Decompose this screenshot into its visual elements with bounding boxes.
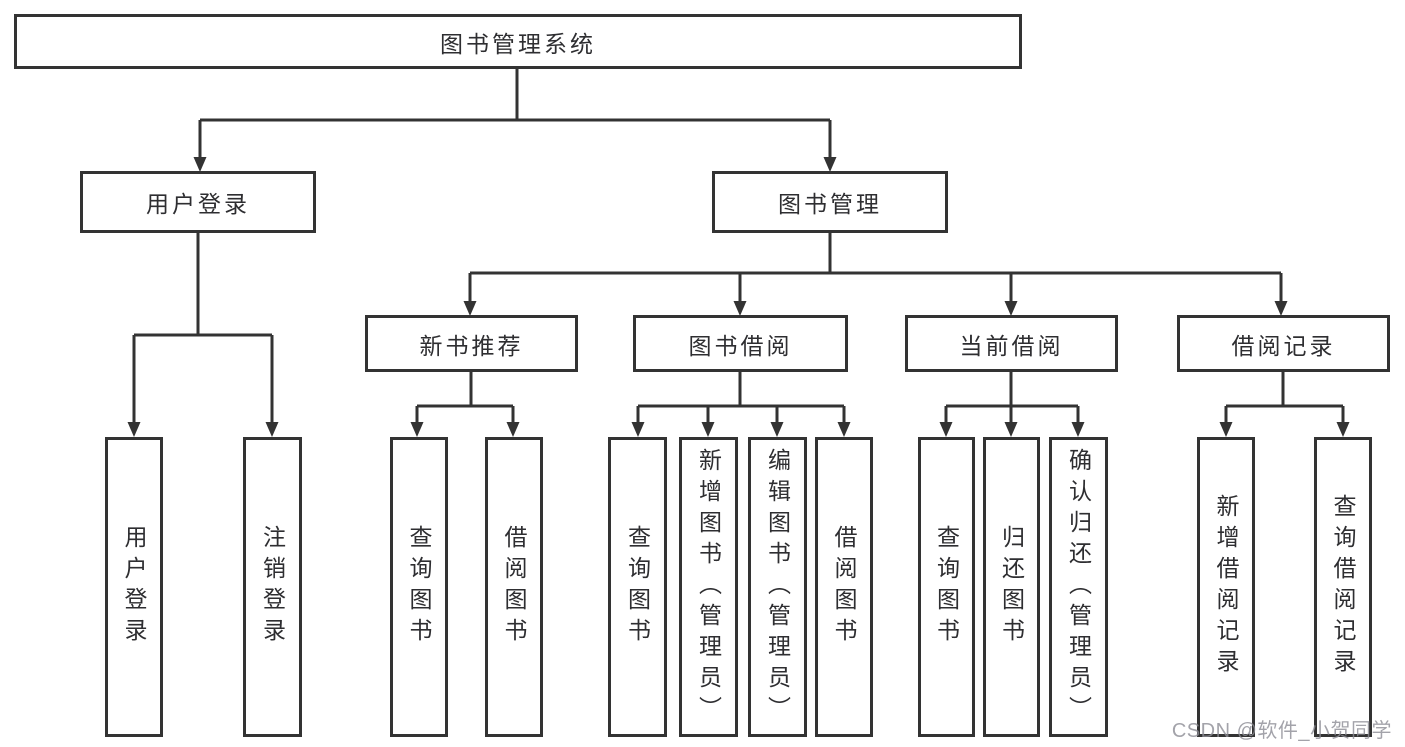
- node-book-borrow: 图书借阅: [633, 315, 848, 372]
- arrowhead-icons: [127, 157, 1350, 437]
- leaf-logout: 注销登录: [243, 437, 302, 737]
- leaf-query-borrow-record: 查询借阅记录: [1314, 437, 1372, 737]
- node-user-login: 用户登录: [80, 171, 316, 233]
- leaf-query-books-current: 查询图书: [918, 437, 975, 737]
- csdn-watermark: CSDN @软件_小贺同学: [1171, 720, 1392, 742]
- node-current-borrow: 当前借阅: [905, 315, 1118, 372]
- leaf-add-borrow-record: 新增借阅记录: [1197, 437, 1255, 737]
- leaf-query-books-recommend: 查询图书: [390, 437, 448, 737]
- leaf-return-books: 归还图书: [983, 437, 1040, 737]
- leaf-borrow-books: 借阅图书: [815, 437, 873, 737]
- node-new-book-recommend: 新书推荐: [365, 315, 578, 372]
- leaf-add-books-admin: 新增图书（管理员）: [679, 437, 738, 737]
- node-borrow-records: 借阅记录: [1177, 315, 1390, 372]
- leaf-confirm-return-admin: 确认归还（管理员）: [1049, 437, 1108, 737]
- leaf-edit-books-admin: 编辑图书（管理员）: [748, 437, 807, 737]
- node-book-management: 图书管理: [712, 171, 948, 233]
- node-root-system: 图书管理系统: [14, 14, 1022, 69]
- leaf-user-login: 用户登录: [105, 437, 163, 737]
- leaf-borrow-books-recommend: 借阅图书: [485, 437, 543, 737]
- leaf-query-books-borrow: 查询图书: [608, 437, 667, 737]
